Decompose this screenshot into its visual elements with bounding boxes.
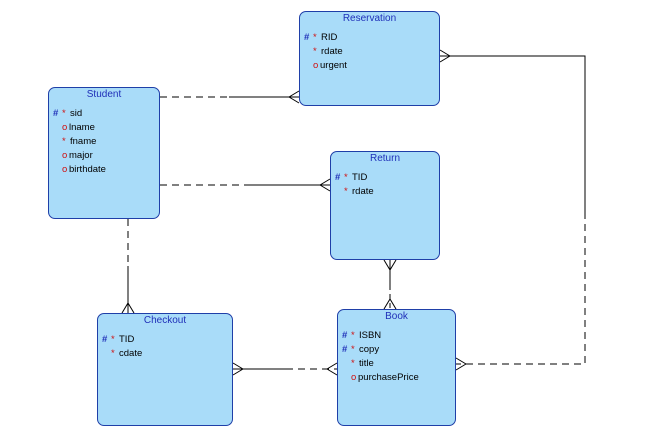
mandatory-mark: * [111, 334, 115, 345]
mandatory-mark: * [351, 358, 355, 369]
attribute-name: TID [119, 334, 135, 345]
mandatory-mark: * [351, 330, 355, 341]
optional-mark: o [62, 122, 68, 133]
entity-title: Student [86, 89, 122, 100]
attribute-name: rdate [321, 46, 343, 57]
crowfoot-mark [127, 302, 135, 314]
crowfoot-mark [319, 184, 331, 192]
attribute-row[interactable]: o urgent [300, 59, 439, 73]
attribute-row[interactable]: o major [49, 149, 159, 163]
identifier-mark: # [342, 330, 348, 341]
attribute-row[interactable]: o purchasePrice [338, 371, 455, 385]
relationship-student-reservation[interactable] [160, 90, 300, 104]
attribute-row[interactable]: o birthdate [49, 163, 159, 177]
attribute-name: birthdate [69, 164, 106, 175]
attribute-row[interactable]: # * TID [331, 171, 439, 185]
attribute-row[interactable]: * rdate [331, 185, 439, 199]
attribute-name: fname [70, 136, 97, 147]
identifier-mark: # [304, 32, 310, 43]
relationship-checkout-book[interactable] [232, 362, 338, 376]
crowfoot-mark [326, 362, 338, 370]
crowfoot-mark [389, 259, 397, 271]
attribute-row[interactable]: * title [338, 357, 455, 371]
crowfoot-mark [319, 178, 331, 186]
attribute-row[interactable]: * rdate [300, 45, 439, 59]
mandatory-mark: * [62, 136, 66, 147]
entity-return[interactable]: Return # * TID * rdate [330, 151, 440, 260]
attribute-row[interactable]: # * sid [49, 107, 159, 121]
optional-mark: o [313, 60, 319, 71]
identifier-mark: # [53, 108, 59, 119]
crowfoot-mark [383, 298, 391, 310]
relationship-student-checkout[interactable] [121, 219, 135, 314]
crowfoot-mark [455, 363, 467, 371]
attribute-row[interactable]: * cdate [98, 347, 232, 361]
attribute-row[interactable]: # * copy [338, 343, 455, 357]
entity-title: Return [369, 153, 400, 164]
crowfoot-mark [439, 55, 451, 63]
attribute-name: purchasePrice [358, 372, 419, 383]
mandatory-mark: * [111, 348, 115, 359]
attribute-name: rdate [352, 186, 374, 197]
attribute-name: urgent [320, 60, 347, 71]
attribute-list: # * TID * rdate [331, 171, 439, 199]
optional-mark: o [62, 150, 68, 161]
attribute-name: RID [321, 32, 338, 43]
attribute-row[interactable]: # * TID [98, 333, 232, 347]
identifier-mark: # [342, 344, 348, 355]
optional-mark: o [351, 372, 357, 383]
attribute-name: title [359, 358, 374, 369]
attribute-row[interactable]: * fname [49, 135, 159, 149]
attribute-list: # * RID * rdate o urgent [300, 31, 439, 73]
relationship-return-book[interactable] [383, 259, 397, 310]
crowfoot-mark [232, 368, 244, 376]
crowfoot-mark [288, 96, 300, 104]
crowfoot-mark [455, 357, 467, 365]
attribute-row[interactable]: # * RID [300, 31, 439, 45]
optional-mark: o [62, 164, 68, 175]
entity-student[interactable]: Student # * sid o lname * fname o major … [48, 87, 160, 219]
mandatory-mark: * [313, 32, 317, 43]
mandatory-mark: * [62, 108, 66, 119]
entity-checkout[interactable]: Checkout # * TID * cdate [97, 313, 233, 426]
entity-title: Reservation [342, 13, 397, 24]
attribute-name: TID [352, 172, 368, 183]
crowfoot-mark [389, 298, 397, 310]
entity-book[interactable]: Book # * ISBN # * copy * title o purchas… [337, 309, 456, 426]
crowfoot-mark [121, 302, 129, 314]
crowfoot-mark [232, 362, 244, 370]
attribute-list: # * TID * cdate [98, 333, 232, 361]
attribute-list: # * sid o lname * fname o major o birthd… [49, 107, 159, 177]
entity-title: Checkout [143, 315, 187, 326]
attribute-name: ISBN [359, 330, 382, 341]
attribute-name: sid [70, 108, 83, 119]
attribute-name: major [69, 150, 93, 161]
crowfoot-mark [288, 90, 300, 98]
crowfoot-mark [326, 368, 338, 376]
attribute-row[interactable]: o lname [49, 121, 159, 135]
attribute-name: copy [359, 344, 380, 355]
attribute-row[interactable]: # * ISBN [338, 329, 455, 343]
entity-reservation[interactable]: Reservation # * RID * rdate o urgent [299, 11, 440, 106]
entity-title: Book [385, 311, 408, 322]
crowfoot-mark [439, 49, 451, 57]
relationship-reservation-book[interactable] [439, 49, 586, 371]
relationship-student-return[interactable] [160, 178, 331, 192]
attribute-list: # * ISBN # * copy * title o purchasePric… [338, 329, 455, 385]
attribute-name: cdate [119, 348, 143, 359]
identifier-mark: # [102, 334, 108, 345]
mandatory-mark: * [344, 186, 348, 197]
identifier-mark: # [335, 172, 341, 183]
mandatory-mark: * [313, 46, 317, 57]
attribute-name: lname [69, 122, 95, 133]
mandatory-mark: * [344, 172, 348, 183]
mandatory-mark: * [351, 344, 355, 355]
crowfoot-mark [383, 259, 391, 271]
